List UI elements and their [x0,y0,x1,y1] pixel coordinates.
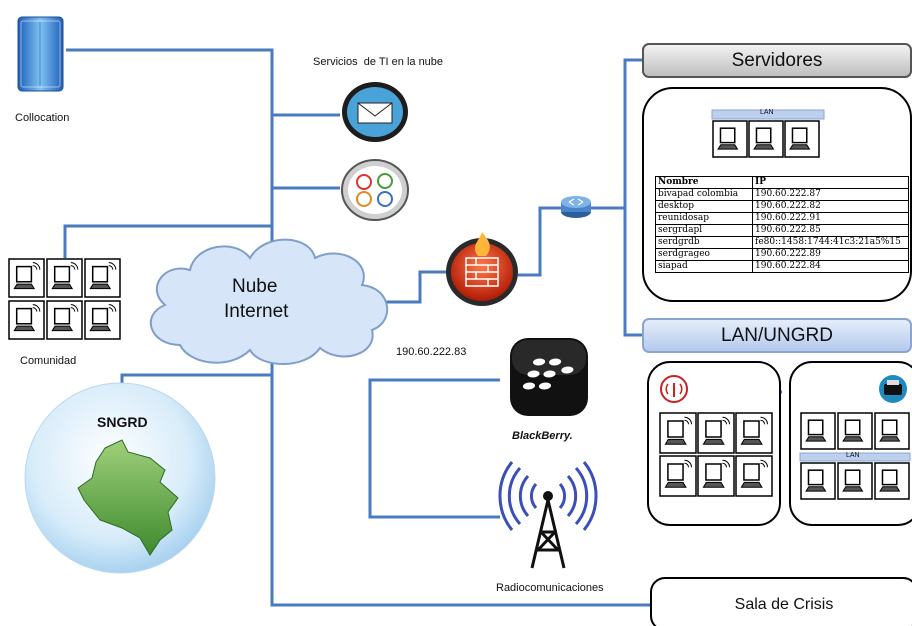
chat-bubbles-icon [341,159,409,221]
collocation-label: Collocation [15,112,70,124]
table-header-row: Nombre IP [655,176,909,189]
computer-icon [659,412,697,454]
printer-icon [879,375,907,403]
server-ip: 190.60.222.82 [752,200,909,213]
computer-icon [800,462,836,500]
computer-icon [84,300,121,340]
server-name: serdgrageo [655,248,753,261]
computer-icon [837,412,873,450]
computer-icon [837,462,873,500]
computer-icon [784,120,820,158]
colombia-map-icon [77,439,179,556]
server-name: desktop [655,200,753,213]
computer-icon [874,462,910,500]
computer-icon [748,120,784,158]
internet-label-line1: Nube [232,276,278,297]
computer-icon [712,120,748,158]
computer-icon [800,412,836,450]
server-ip: 190.60.222.85 [752,224,909,237]
computer-icon [659,455,697,497]
server-ip: 190.60.222.91 [752,212,909,225]
radio-label: Radiocomunicaciones [496,582,604,594]
computer-icon [735,455,773,497]
server-ip: 190.60.222.87 [752,188,909,201]
wireless-icon [660,375,688,403]
server-ip: fe80::1458:1744:41c3:21a5%15 [752,236,909,249]
lan-ungrd-lan-bar [799,452,911,462]
column-header-ip: IP [752,176,909,189]
computer-icon [8,300,45,340]
server-name: siapad [655,260,753,273]
computer-icon [46,300,83,340]
computer-icon [735,412,773,454]
cloud-icon [149,238,389,365]
crisis-room-box [650,577,912,626]
server-rack-icon [17,16,64,92]
computer-icon [84,258,121,298]
blackberry-icon [510,338,588,416]
servers-lan-bar [711,109,825,120]
sngrd-label: SNGRD [97,414,148,430]
lan-ungrd-header-box [642,318,912,353]
internet-label-line2: Internet [224,301,289,322]
server-name: bivapad colombia [655,188,753,201]
lan-computers [659,412,910,500]
computer-icon [697,412,735,454]
servers-lan-label: LAN [760,109,774,116]
radio-tower-icon [498,461,598,569]
lan-ungrd-lan-label: LAN [846,452,860,459]
lan-ungrd-title: LAN/UNGRD [721,325,833,346]
server-name: sergrdapl [655,224,753,237]
computer-icon [46,258,83,298]
server-name: reunidosap [655,212,753,225]
server-ip: 190.60.222.89 [752,248,909,261]
server-name: serdgrdb [655,236,753,249]
computer-icon [874,412,910,450]
server-ip: 190.60.222.84 [752,260,909,273]
firewall-icon [446,232,518,306]
community-label: Comunidad [20,355,77,367]
computer-icon [697,455,735,497]
cloud-services-label: Servicios de TI en la nube [313,56,444,68]
servers-header-box [642,43,912,78]
server-computers [712,120,820,158]
community-computers [8,258,121,340]
blackberry-label: BlackBerry. [512,430,573,442]
crisis-room-title: Sala de Crisis [734,596,834,613]
column-header-name: Nombre [655,176,753,189]
mail-icon [342,82,408,142]
servers-title: Servidores [731,50,823,71]
internet-ip-label: 190.60.222.83 [396,346,467,358]
router-icon [561,196,591,218]
computer-icon [8,258,45,298]
